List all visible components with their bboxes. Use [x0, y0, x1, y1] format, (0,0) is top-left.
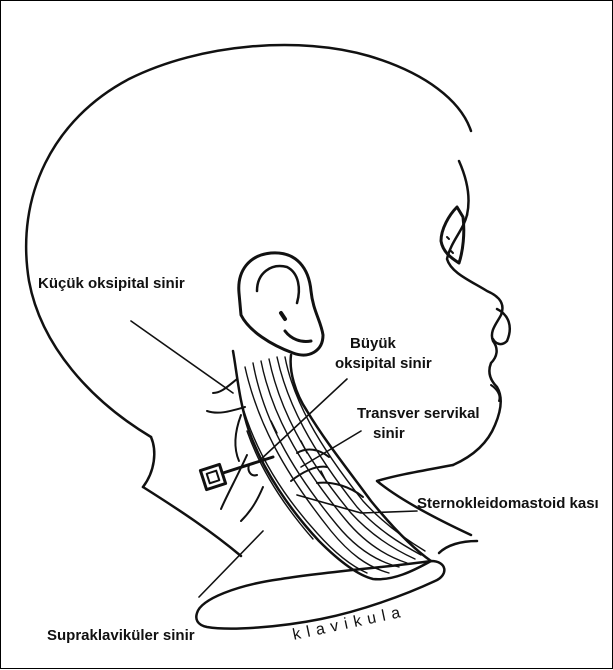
ear-inner	[257, 266, 299, 303]
sternocleidomastoid-muscle	[233, 351, 431, 579]
eye	[441, 207, 464, 263]
muscle-fibers	[241, 357, 425, 573]
label-supraklavikuler-sinir: Supraklaviküler sinir	[47, 626, 195, 645]
label-transver-line1: Transver servikal	[357, 404, 480, 423]
label-buyuk-line2: oksipital sinir	[335, 354, 432, 373]
label-kucuk-oksipital-sinir: Küçük oksipital sinir	[38, 274, 185, 293]
label-buyuk-line1: Büyük	[350, 334, 396, 353]
label-sternokleidomastoid-kasi: Sternokleidomastoid kası	[417, 494, 599, 513]
leader-supraklavikuler	[199, 531, 263, 597]
label-transver-line2: sinir	[373, 424, 405, 443]
head-outline	[26, 45, 471, 437]
ear-canal	[281, 313, 285, 319]
neck-lower-line	[439, 541, 477, 553]
needle-device	[200, 457, 273, 490]
occiput-contour	[143, 437, 154, 487]
ear-lobe	[285, 331, 311, 342]
leader-kucuk-oksipital	[131, 321, 233, 393]
